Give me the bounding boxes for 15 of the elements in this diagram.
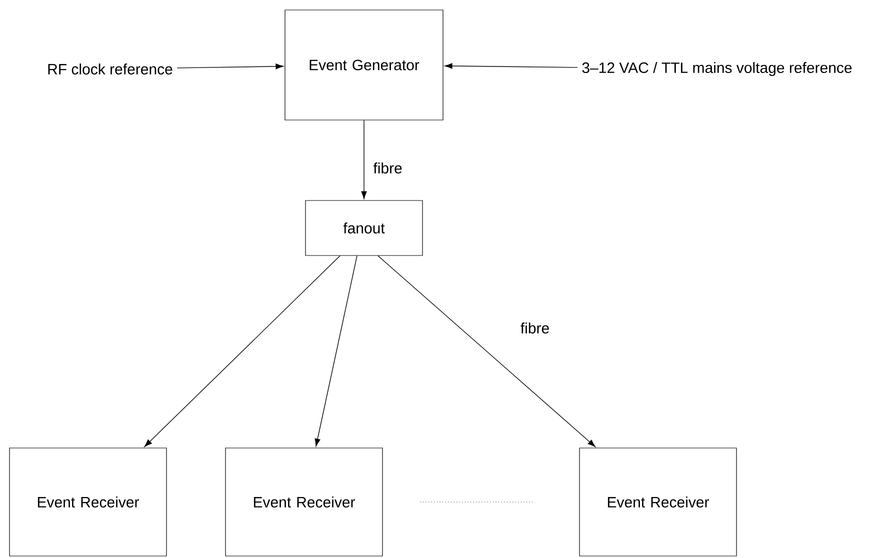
process-box: Event Generator (284, 10, 444, 120)
edge-label: fibre (372, 162, 404, 175)
arrow (144, 255, 340, 447)
arrow (314, 255, 358, 446)
input-label: 3–12 VAC / TTL mains voltage reference (582, 62, 852, 76)
arrow (444, 63, 578, 69)
process-box: fanout (305, 200, 423, 256)
arrow (176, 64, 284, 70)
arrow (378, 255, 596, 447)
process-box: Event Receiver (225, 448, 383, 556)
process-box: Event Receiver (9, 448, 167, 556)
process-box: Event Receiver (579, 448, 737, 556)
edge-label: fibre (519, 322, 551, 335)
arrow (361, 120, 367, 199)
input-label: RF clock reference (48, 64, 172, 74)
